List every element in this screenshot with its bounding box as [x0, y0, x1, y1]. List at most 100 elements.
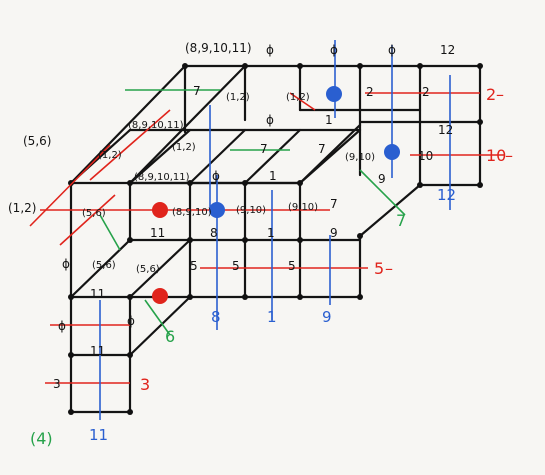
tuple-label: (1,2)	[226, 92, 250, 103]
vertex	[127, 352, 133, 358]
vertex	[182, 63, 188, 69]
vertex	[68, 352, 74, 358]
red-label-dash: –	[496, 85, 504, 104]
tower-slant	[128, 295, 192, 357]
green-line	[99, 214, 121, 251]
vertex	[127, 237, 133, 243]
number-label: 1	[325, 113, 333, 127]
tuple-label: (5,6)	[136, 264, 160, 275]
colored-labels: 2 – 10 – 5 – 3 12 8 1 9 11 7 6 (4)	[30, 85, 513, 448]
vertex	[297, 237, 303, 243]
number-label: 5	[288, 259, 296, 273]
vertex	[242, 237, 248, 243]
low-slant-2	[128, 238, 192, 299]
blue-dot-right	[384, 144, 400, 160]
red-line	[59, 194, 116, 246]
vertex	[357, 233, 363, 239]
vertex	[187, 180, 193, 186]
blue-label: 8	[211, 308, 221, 326]
tuple-label: (5,6)	[82, 208, 106, 219]
green-label: 6	[165, 327, 175, 346]
vertex	[127, 409, 133, 415]
vertex	[68, 409, 74, 415]
red-dot-low	[152, 288, 168, 304]
phi-label: ϕ	[388, 43, 396, 57]
red-dot-front	[152, 202, 168, 218]
red-label-dash: –	[505, 146, 513, 165]
green-lines	[99, 89, 406, 336]
red-lines	[29, 92, 505, 384]
tuple-label: (1,2)	[98, 150, 122, 161]
red-label-dash: –	[385, 259, 393, 278]
red-label: 10	[486, 146, 506, 165]
green-line	[144, 299, 171, 336]
number-label: 9	[378, 172, 386, 186]
vertex	[242, 294, 248, 300]
structure-lines	[69, 64, 482, 414]
number-label: 7	[330, 197, 338, 211]
mid-slant-b	[243, 128, 302, 185]
vertex	[242, 180, 248, 186]
red-label: 2	[486, 85, 496, 104]
vertex	[357, 63, 363, 69]
number-label: 11	[90, 344, 105, 358]
vertex	[187, 294, 193, 300]
number-label: 1	[267, 226, 275, 240]
number-label: 3	[53, 377, 61, 391]
number-label: 11	[150, 226, 165, 240]
vertex	[297, 63, 303, 69]
red-line	[89, 109, 171, 181]
green-line	[359, 169, 406, 216]
number-label: 7	[318, 142, 326, 156]
vertex	[68, 294, 74, 300]
number-label: 2	[422, 85, 430, 99]
vertex	[297, 180, 303, 186]
number-label: 9	[330, 226, 338, 240]
phi-label: ϕ	[266, 113, 274, 127]
number-label: 2	[366, 85, 374, 99]
tuple-label: (9,10)	[288, 202, 318, 213]
vertex	[68, 180, 74, 186]
blue-dot-front	[209, 202, 225, 218]
tuple-label: (8,9,10)	[172, 207, 212, 218]
blue-dot-top	[326, 86, 342, 102]
mid-slant-d	[298, 128, 362, 185]
number-label: 11	[90, 287, 105, 301]
figure-label: (4)	[30, 429, 53, 448]
number-label: 5	[190, 259, 198, 273]
number-label: 1	[269, 169, 277, 183]
tuple-label: (8,9,10,11)	[185, 41, 252, 55]
number-label: 8	[210, 226, 218, 240]
phi-label: ϕ	[266, 43, 274, 57]
tuple-label: (8,9,10,11)	[134, 172, 190, 183]
number-label: 10	[418, 149, 433, 163]
tuple-label: (1,2)	[172, 142, 196, 153]
red-label: 3	[140, 375, 150, 394]
blue-label: 1	[267, 308, 277, 326]
number-label: 7	[260, 142, 268, 156]
phi-label: ϕ	[212, 169, 220, 183]
mid-slant-c	[128, 128, 192, 185]
vertex	[417, 63, 423, 69]
phi-label: ϕ	[58, 319, 66, 333]
phi-label: ϕ	[330, 43, 338, 57]
tuple-label: (9,10)	[236, 205, 266, 216]
tuple-label: (8,9,10,11)	[128, 120, 184, 131]
number-label: 12	[438, 123, 453, 137]
vertex	[187, 237, 193, 243]
vertex	[297, 294, 303, 300]
mid-slant-a	[188, 128, 247, 185]
tuple-label: (1,2)	[286, 92, 310, 103]
vertex	[477, 119, 483, 125]
black-labels: (8,9,10,11) (5,6) (1,2) (1,2) (1,2) (8,9…	[8, 41, 455, 391]
red-label: 5	[374, 259, 384, 278]
red-line	[29, 144, 111, 227]
number-label: 5	[232, 259, 240, 273]
top-left-slant	[69, 64, 187, 185]
markers	[152, 86, 400, 304]
tuple-label: (1,2)	[8, 201, 36, 215]
number-label: 12	[440, 43, 455, 57]
blue-label: 9	[322, 308, 332, 326]
